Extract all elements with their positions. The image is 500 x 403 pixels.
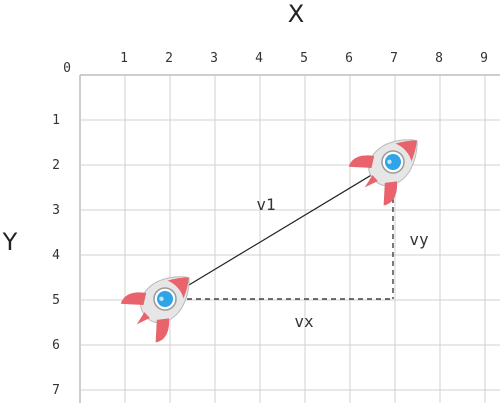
x-tick-label: 3 [210, 51, 218, 66]
rocket-start [117, 255, 209, 347]
x-tick-labels: 1 2 3 4 5 6 7 8 9 [120, 51, 488, 66]
v1-label: v1 [256, 195, 275, 214]
y-tick-label: 1 [52, 113, 60, 128]
grid [79, 74, 500, 403]
y-tick-label: 6 [52, 338, 60, 353]
v1-vector-line [168, 161, 394, 298]
y-tick-labels: 1 2 3 4 5 6 7 [52, 113, 60, 398]
x-tick-label: 8 [435, 51, 443, 66]
x-tick-label: 5 [300, 51, 308, 66]
rocket-start-icon [117, 255, 209, 347]
vy-label: vy [409, 230, 429, 249]
y-tick-label: 7 [52, 383, 60, 398]
x-tick-label: 4 [255, 51, 263, 66]
x-tick-label: 6 [345, 51, 353, 66]
rocket-end-icon [345, 118, 437, 210]
y-tick-label: 5 [52, 293, 60, 308]
x-tick-label: 1 [120, 51, 128, 66]
y-axis-title: Y [2, 228, 18, 256]
rocket-end [345, 118, 437, 210]
x-tick-label: 9 [480, 51, 488, 66]
vx-label: vx [294, 312, 314, 331]
x-tick-label: 2 [165, 51, 173, 66]
y-tick-label: 3 [52, 203, 60, 218]
y-tick-label: 4 [52, 248, 60, 263]
y-tick-label: 2 [52, 158, 60, 173]
x-tick-label: 7 [390, 51, 398, 66]
origin-label: 0 [63, 61, 71, 76]
x-axis-title: X [288, 0, 304, 28]
